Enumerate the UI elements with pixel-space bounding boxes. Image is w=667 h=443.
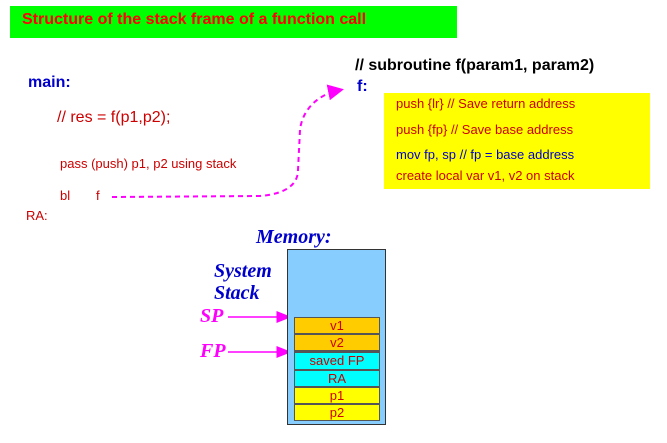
main-label: main: [28, 74, 71, 91]
stack-cell-ra: RA [294, 370, 380, 387]
subroutine-line-3: mov fp, sp // fp = base address [396, 147, 575, 162]
system-stack-label-1: System [214, 260, 272, 282]
stack-cell-v2: v2 [294, 334, 380, 351]
subroutine-code-box [384, 93, 650, 189]
sp-label: SP [200, 305, 224, 327]
ra-label: RA: [26, 208, 48, 223]
fp-label: FP [200, 340, 226, 362]
stack-cell-saved-fp: saved FP [294, 351, 380, 370]
stack-cell-p2: p2 [294, 404, 380, 421]
pass-params-line: pass (push) p1, p2 using stack [60, 156, 237, 171]
main-comment: // res = f(p1,p2); [57, 109, 171, 126]
stack-cell-p1: p1 [294, 387, 380, 404]
system-stack-label-2: Stack [214, 282, 260, 304]
bl-target: f [96, 188, 100, 203]
subroutine-line-4: create local var v1, v2 on stack [396, 168, 575, 183]
title-banner [10, 6, 457, 38]
subroutine-line-1: push {lr} // Save return address [396, 96, 576, 111]
diagram-title: Structure of the stack frame of a functi… [22, 11, 367, 28]
subroutine-label: f: [357, 78, 368, 95]
bl-instruction: bl [60, 188, 71, 203]
memory-label: Memory: [256, 226, 332, 248]
subroutine-comment: // subroutine f(param1, param2) [355, 57, 595, 74]
subroutine-line-2: push {fp} // Save base address [396, 122, 574, 137]
stack-cell-v1: v1 [294, 317, 380, 334]
